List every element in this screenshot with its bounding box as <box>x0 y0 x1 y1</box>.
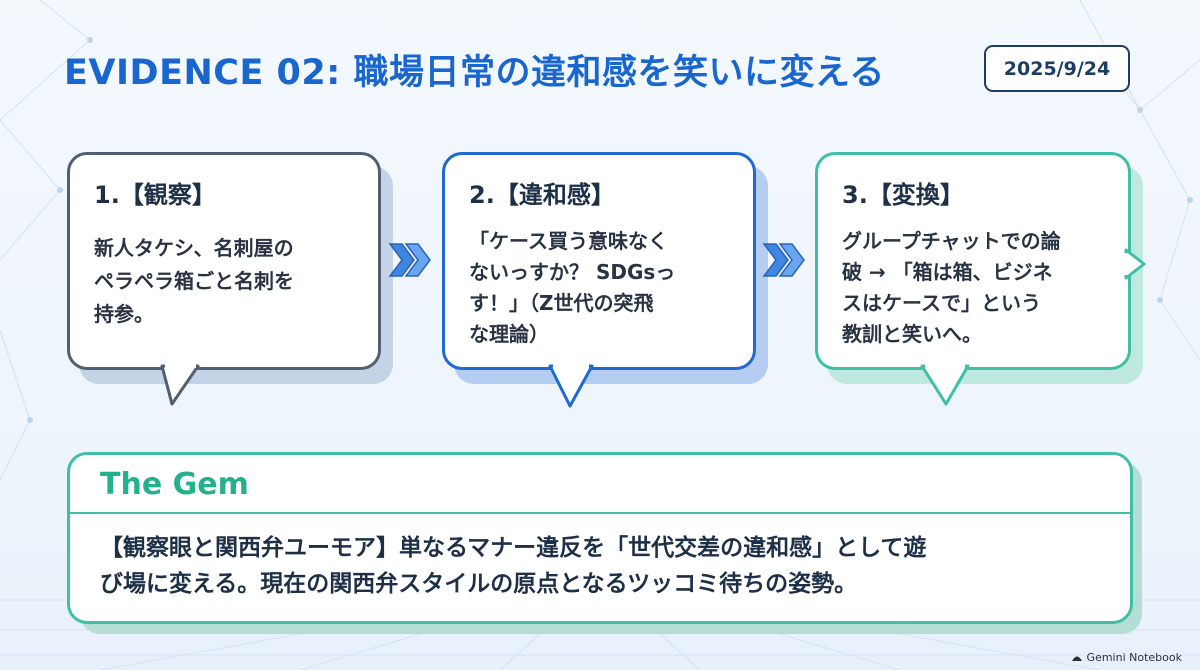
card-discomfort: 2.【違和感】 「ケース買う意味なく ないっすか？ SDGsっ す！」（Z世代の… <box>442 152 756 370</box>
gem-line: 【観察眼と関西弁ユーモア】単なるマナー違反を「世代交差の違和感」として遊 <box>100 535 927 561</box>
chevron-arrow-icon <box>388 243 431 277</box>
card-3-line: 破 → 「箱は箱、ビジネ <box>842 260 1053 284</box>
gem-divider <box>70 512 1130 514</box>
card-1-line: 持参。 <box>94 302 154 326</box>
card-3-body: グループチャットでの論 破 → 「箱は箱、ビジネ スはケースで」という 教訓と笑… <box>842 226 1106 350</box>
card-3-line: 教訓と笑いへ。 <box>842 322 982 346</box>
card-2-line: ないっすか？ SDGsっ <box>469 260 676 284</box>
gem-body: 【観察眼と関西弁ユーモア】単なるマナー違反を「世代交差の違和感」として遊 び場に… <box>100 530 1100 602</box>
footer: Gemini Notebook <box>1071 651 1182 664</box>
card-2-line: な理論） <box>469 322 549 346</box>
card-1-title: 1.【観察】 <box>94 181 216 209</box>
gem-line: び場に変える。現在の関西弁スタイルの原点となるツッコミ待ちの姿勢。 <box>100 571 858 597</box>
card-3-title: 3.【変換】 <box>842 181 964 209</box>
card-3-side-notch <box>1122 248 1146 280</box>
card-2-body: 「ケース買う意味なく ないっすか？ SDGsっ す！」（Z世代の突飛 な理論） <box>469 226 731 350</box>
date-badge: 2025/9/24 <box>984 45 1130 92</box>
card-3-line: グループチャットでの論 <box>842 229 1061 253</box>
gem-panel: The Gem 【観察眼と関西弁ユーモア】単なるマナー違反を「世代交差の違和感」… <box>67 452 1133 624</box>
card-1-body: 新人タケシ、名刺屋の ペラペラ箱ごと名刺を 持参。 <box>94 232 356 331</box>
card-1-tail <box>160 362 200 406</box>
card-1-line: 新人タケシ、名刺屋の <box>94 236 294 260</box>
gemini-logo-icon <box>1071 656 1082 661</box>
chevron-arrow-icon <box>762 243 805 277</box>
card-transformation: 3.【変換】 グループチャットでの論 破 → 「箱は箱、ビジネ スはケースで」と… <box>815 152 1131 370</box>
card-2-title: 2.【違和感】 <box>469 181 615 209</box>
gem-title: The Gem <box>100 467 249 502</box>
footer-label: Gemini Notebook <box>1086 651 1182 664</box>
card-3-tail <box>920 362 970 406</box>
page-title: EVIDENCE 02: 職場日常の違和感を笑いに変える <box>64 53 885 93</box>
card-3-line: スはケースで」という <box>842 291 1041 315</box>
card-2-line: 「ケース買う意味なく <box>469 229 668 253</box>
card-1-line: ペラペラ箱ごと名刺を <box>94 269 294 293</box>
card-observation: 1.【観察】 新人タケシ、名刺屋の ペラペラ箱ごと名刺を 持参。 <box>67 152 381 370</box>
card-2-line: す！」（Z世代の突飛 <box>469 291 654 315</box>
card-2-tail <box>548 362 594 408</box>
